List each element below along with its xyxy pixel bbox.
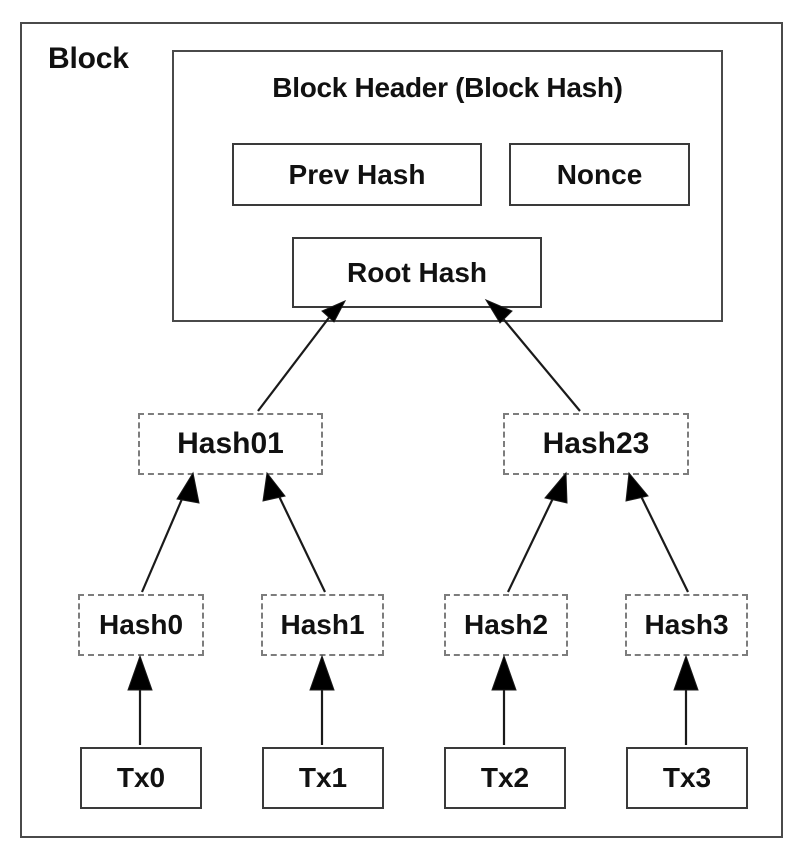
merkle-leaf-hash2: Hash2 [444,594,568,656]
transaction-tx3: Tx3 [626,747,748,809]
prev-hash-box: Prev Hash [232,143,482,206]
merkle-leaf-hash0: Hash0 [78,594,204,656]
block-label: Block [48,42,129,75]
merkle-leaf-hash1: Hash1 [261,594,384,656]
merkle-leaf-hash3: Hash3 [625,594,748,656]
transaction-tx1: Tx1 [262,747,384,809]
block-header-title: Block Header (Block Hash) [272,72,623,103]
transaction-tx0: Tx0 [80,747,202,809]
merkle-node-hash01: Hash01 [138,413,323,475]
nonce-box: Nonce [509,143,690,206]
root-hash-box: Root Hash [292,237,542,308]
merkle-node-hash23: Hash23 [503,413,689,475]
transaction-tx2: Tx2 [444,747,566,809]
